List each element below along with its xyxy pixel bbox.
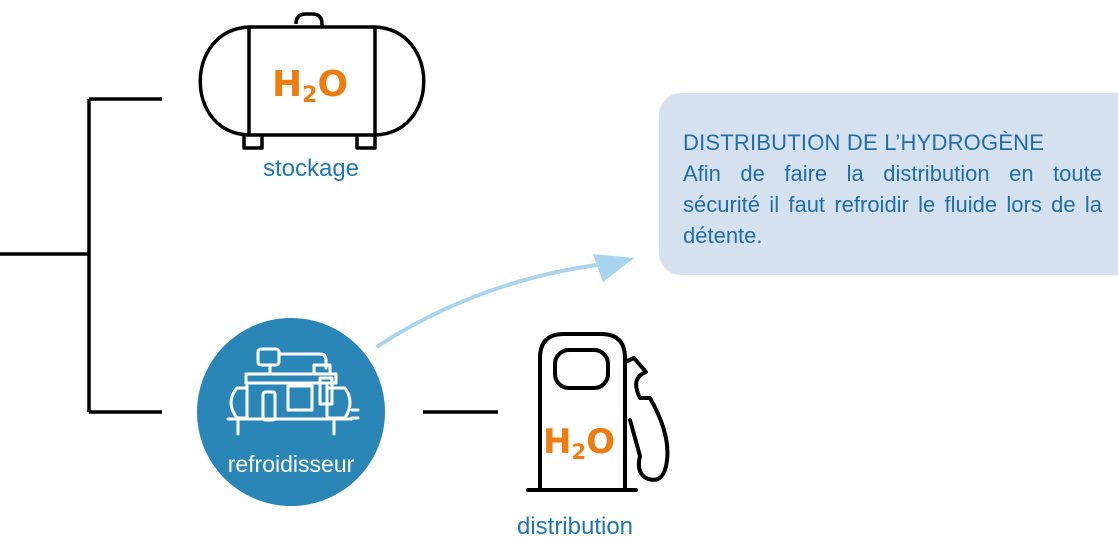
fuel-pump-icon (526, 332, 670, 492)
tank-icon (198, 12, 426, 150)
compressor-icon (226, 347, 360, 436)
stockage-formula: H2O (272, 64, 348, 108)
arrow-icon (376, 254, 634, 348)
stockage-label: stockage (263, 155, 359, 182)
distribution-formula: H2O (543, 422, 615, 464)
distribution-label: distribution (517, 513, 633, 540)
refroidisseur-label: refroidisseur (228, 451, 355, 477)
info-body: Afin de faire la distribution en toute s… (683, 161, 1102, 248)
info-box: DISTRIBUTION DE L’HYDROGÈNE Afin de fair… (659, 93, 1118, 275)
connector-lines (0, 97, 498, 414)
info-title: DISTRIBUTION DE L’HYDROGÈNE (683, 130, 1045, 155)
refroidisseur-circle (197, 318, 385, 506)
